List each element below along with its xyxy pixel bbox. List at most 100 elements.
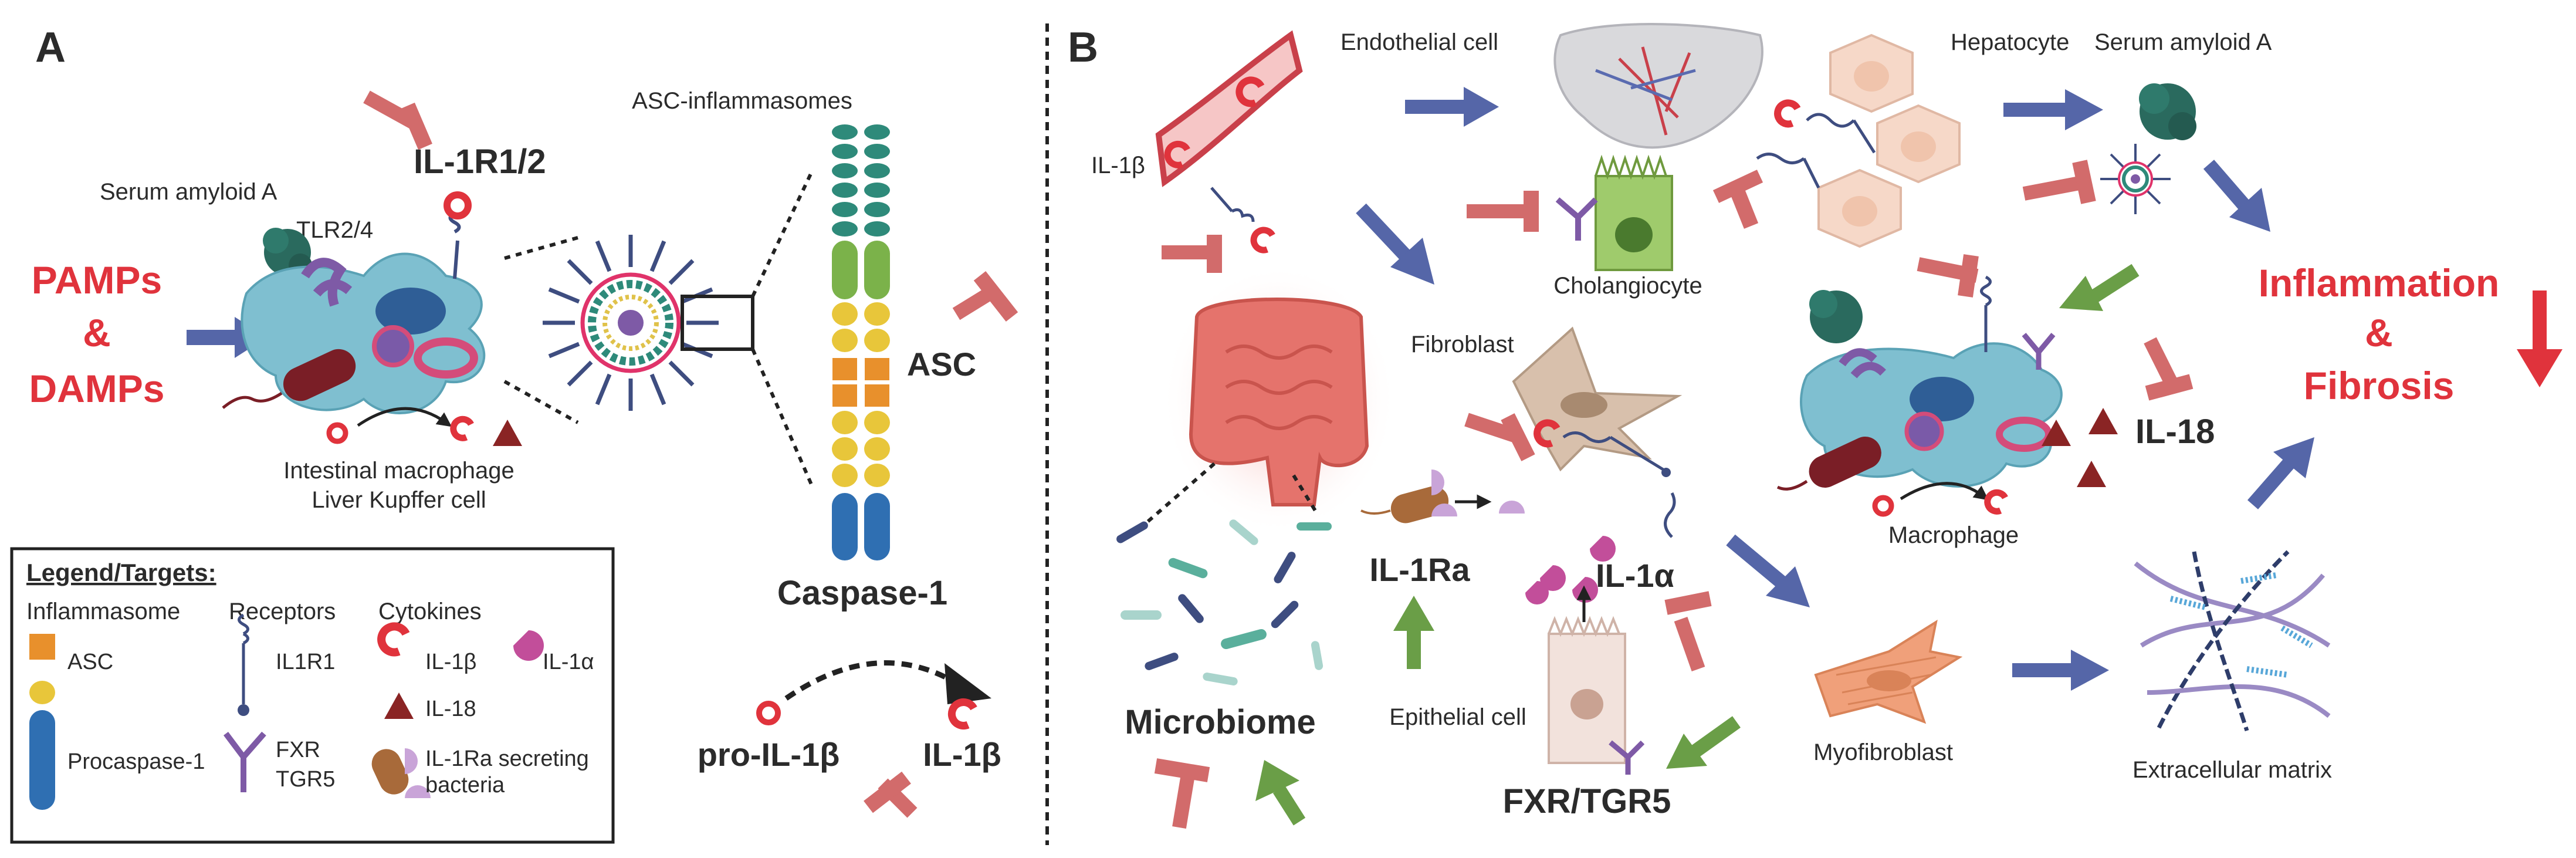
fibroblast-inhibitor-icon xyxy=(1464,413,1535,461)
asc-filament-icon xyxy=(832,124,890,560)
legend-il1b-icon xyxy=(377,622,410,657)
endothelial-label: Endothelial cell xyxy=(1341,29,1498,55)
myofibroblast-icon xyxy=(1814,619,1963,724)
panel-b-serum-amyloid-icon xyxy=(2139,83,2196,140)
panel-b-macrophage-label: Macrophage xyxy=(1888,522,2019,548)
arrow-to-fibroblast xyxy=(1356,203,1434,285)
legend-il18-label: IL-18 xyxy=(425,697,476,721)
arrow-to-liver xyxy=(1405,87,1499,127)
vessel-inhibitor-icon xyxy=(1162,235,1222,273)
legend-il1a-label: IL-1α xyxy=(543,650,594,674)
serum-amyloid-label: Serum amyloid A xyxy=(100,179,277,205)
legend-procaspase-label: Procaspase-1 xyxy=(67,749,205,774)
microbiome-label: Microbiome xyxy=(1125,703,1316,741)
pro-il1b-icon xyxy=(756,701,781,725)
il18-label: IL-18 xyxy=(2135,413,2215,451)
panel-b-serum-amyloid-label: Serum amyloid A xyxy=(2094,29,2272,55)
damps-label: DAMPs xyxy=(29,367,164,410)
ecm-to-fibrosis-arrow xyxy=(2247,437,2314,509)
legend-fxr-label: FXR xyxy=(276,738,320,762)
myofibroblast-label: Myofibroblast xyxy=(1813,739,1953,765)
inflammasome-icon xyxy=(543,235,719,411)
fxr-promote-arrow xyxy=(1666,716,1741,769)
legend-col-receptors: Receptors xyxy=(229,599,336,624)
il1ra-bacterium-icon xyxy=(1360,469,1525,523)
legend-fxr-icon xyxy=(224,731,266,792)
fxr-tgr5-label: FXR/TGR5 xyxy=(1503,782,1671,820)
epithelial-label: Epithelial cell xyxy=(1389,704,1526,730)
il18-inhibitor-icon xyxy=(2144,337,2194,401)
il1a-label: IL-1α xyxy=(1596,557,1674,594)
fibroblast-label: Fibroblast xyxy=(1411,332,1514,357)
legend-il1a-icon xyxy=(513,630,544,661)
zoom-line-top xyxy=(504,236,578,260)
hepatocyte-icon xyxy=(1756,33,1961,248)
arrow-to-myofibroblast xyxy=(1726,534,1810,607)
hepatocyte-inhibitor-icon xyxy=(1712,170,1763,229)
panel-b: B Endothelial cell IL-1β xyxy=(1068,23,2563,829)
gut-zoom-line-right xyxy=(1292,474,1319,515)
liver-icon xyxy=(1553,23,1763,149)
legend-procaspase-icon xyxy=(29,710,55,810)
legend-il1ra-label-1: IL-1Ra secreting xyxy=(425,746,589,771)
il1a-inhibitor-icon xyxy=(1664,591,1712,671)
pamps-damps-amp: & xyxy=(83,311,111,354)
arrow-to-inflammation xyxy=(2203,160,2270,232)
panel-b-il1b-label: IL-1β xyxy=(1091,153,1145,178)
panel-b-inflammasome-icon xyxy=(2100,144,2171,214)
legend-il1r1-label: IL1R1 xyxy=(276,650,335,674)
cleavage-process-icon xyxy=(326,407,522,446)
tlr-label: TLR2/4 xyxy=(296,217,373,243)
zoom-line-lower xyxy=(751,348,814,488)
gut-zoom-line-left xyxy=(1146,462,1216,524)
cleavage-arrow xyxy=(784,660,964,701)
cleavage-arrowhead xyxy=(945,663,991,704)
caspase-label: Caspase-1 xyxy=(777,574,947,612)
legend-asc-label: ASC xyxy=(67,650,113,674)
il1b-icon xyxy=(947,698,977,729)
arrow-to-ecm xyxy=(2012,650,2109,691)
legend-title: Legend/Targets: xyxy=(26,559,216,586)
cholangiocyte-label: Cholangiocyte xyxy=(1553,273,1702,299)
zoom-line-upper xyxy=(751,169,814,298)
panel-a: A PAMPs & DAMPs Serum amyloid A TLR2/4 I… xyxy=(10,24,1018,844)
macrophage-cell-icon xyxy=(241,252,486,414)
fibroblast-icon xyxy=(1512,326,1683,538)
il1r-receptor-icon xyxy=(444,191,472,279)
hepatocyte-label: Hepatocyte xyxy=(1951,29,2069,55)
legend-tgr5-label: TGR5 xyxy=(276,767,335,792)
intestine-icon xyxy=(1162,264,1396,534)
legend-asc-icon xyxy=(29,634,55,660)
microbiome-icon xyxy=(1116,519,1332,685)
legend-col-inflammasome: Inflammasome xyxy=(26,599,180,624)
panel-a-letter: A xyxy=(35,24,66,71)
asc-inhibitor-icon xyxy=(952,271,1018,322)
legend-il18-icon xyxy=(384,693,414,719)
panel-b-macrophage-icon xyxy=(1776,275,2118,517)
legend-il1r1-icon xyxy=(238,613,249,716)
il1r-label: IL-1R1/2 xyxy=(414,143,546,181)
bacterium-icon xyxy=(222,349,356,409)
il1ra-promote-arrow xyxy=(1393,596,1434,669)
vessel-il1r-icon xyxy=(1210,187,1275,254)
macrophage-label-1: Intestinal macrophage xyxy=(283,458,514,484)
fibrosis-label: Fibrosis xyxy=(2304,364,2455,407)
legend-il1ra-bacteria-icon xyxy=(371,748,431,798)
panel-b-letter: B xyxy=(1068,24,1098,71)
zoom-box xyxy=(681,295,754,351)
pamps-label: PAMPs xyxy=(32,258,163,302)
microbiome-inhibitor-icon xyxy=(1154,758,1210,829)
legend-il1ra-label-2: bacteria xyxy=(425,773,505,798)
legend-procaspase-cap-icon xyxy=(29,681,55,704)
endothelial-vessel-icon xyxy=(1155,30,1303,187)
legend-box: Legend/Targets: Inflammasome Receptors C… xyxy=(10,547,615,844)
cholangiocyte-inhibitor-icon xyxy=(1467,191,1539,232)
il1b-inhibitor-icon xyxy=(864,771,918,818)
macrophage-fxr-promote-arrow xyxy=(2059,264,2140,311)
legend-il1b-label: IL-1β xyxy=(425,650,476,674)
ecm-icon xyxy=(2134,546,2331,734)
asc-inflammasomes-label: ASC-inflammasomes xyxy=(632,88,852,114)
epithelial-cell-icon xyxy=(1548,585,1645,775)
inflammation-fibrosis-amp: & xyxy=(2365,311,2393,354)
